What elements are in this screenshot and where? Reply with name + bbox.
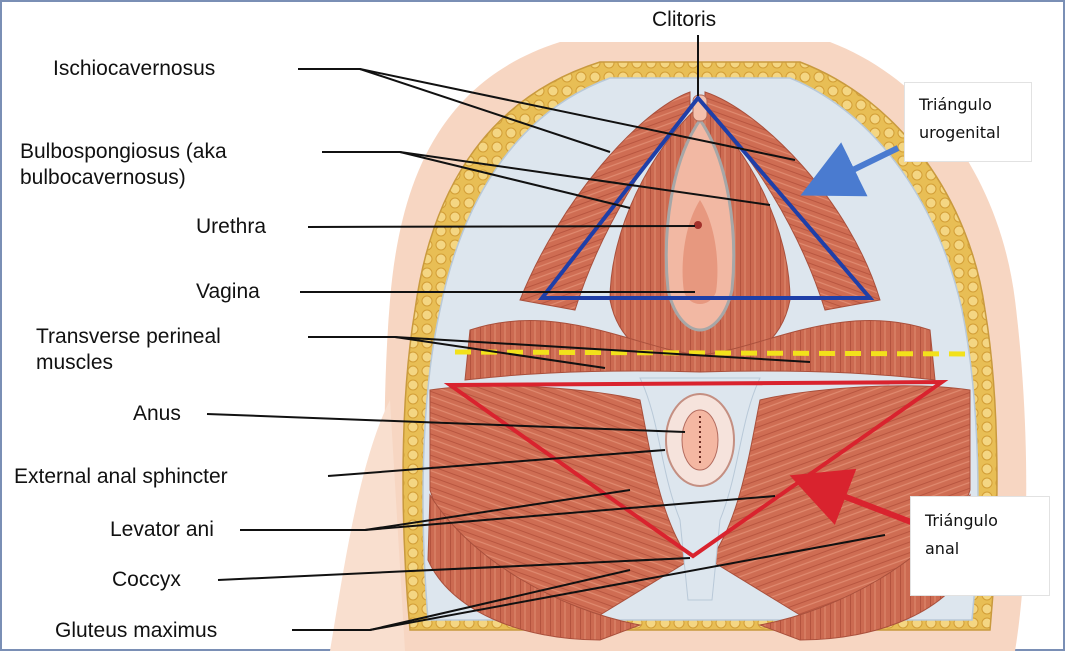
label-bulbospongiosus-2: bulbocavernosus) <box>20 166 186 190</box>
callout-urogenital-line2: urogenital <box>919 119 1017 147</box>
label-coccyx: Coccyx <box>112 568 181 592</box>
callout-anal-line1: Triángulo <box>925 507 1035 535</box>
label-clitoris: Clitoris <box>652 8 716 32</box>
callout-urogenital-triangle: Triángulo urogenital <box>904 82 1032 162</box>
callout-anal-line2: anal <box>925 535 1035 563</box>
label-anus: Anus <box>133 402 181 426</box>
label-transverse-1: Transverse perineal <box>36 325 221 349</box>
label-external-anal-sphincter: External anal sphincter <box>14 465 228 489</box>
label-gluteus-maximus: Gluteus maximus <box>55 619 217 643</box>
label-levator-ani: Levator ani <box>110 518 214 542</box>
label-vagina: Vagina <box>196 280 260 304</box>
label-ischiocavernosus: Ischiocavernosus <box>53 57 215 81</box>
urethra-opening <box>694 221 702 229</box>
label-transverse-2: muscles <box>36 351 113 375</box>
callout-anal-triangle: Triángulo anal <box>910 496 1050 596</box>
label-urethra: Urethra <box>196 215 266 239</box>
callout-urogenital-line1: Triángulo <box>919 91 1017 119</box>
leader-urethra <box>308 226 695 227</box>
label-bulbospongiosus-1: Bulbospongiosus (aka <box>20 140 227 164</box>
